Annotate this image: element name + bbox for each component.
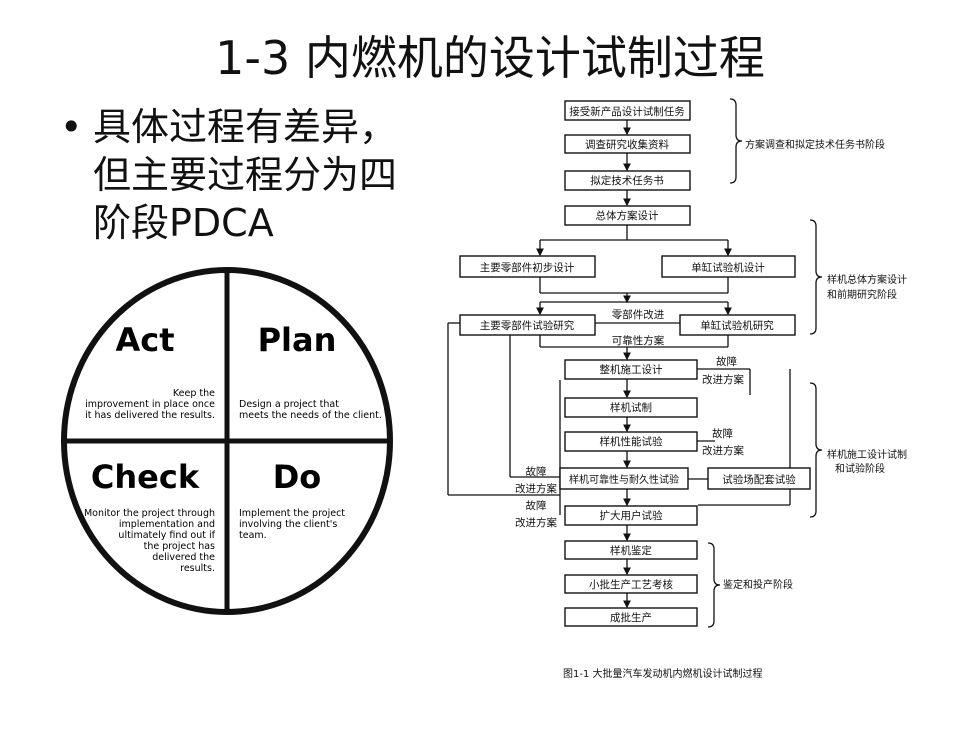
pdca-check-desc-5: delivered the: [152, 552, 215, 563]
flow-label-fault-1: 故障: [716, 355, 737, 368]
pdca-check-desc-2: implementation and: [119, 519, 215, 530]
flow-box-parts-research: [459, 314, 596, 336]
pdca-do-title: Do: [273, 458, 322, 496]
flow-stage-2-line-2: 和前期研究阶段: [827, 288, 897, 301]
flow-box-performance-test: [564, 431, 698, 452]
flow-text-field-test: 试验场配套试验: [722, 473, 796, 486]
flow-text-mass-production: 成批生产: [610, 611, 652, 624]
flow-box-single-cyl-research: [679, 314, 796, 336]
flow-box-appraisal: [564, 540, 698, 560]
flow-label-improve-1: 改进方案: [702, 373, 744, 386]
flow-box-small-batch: [564, 574, 698, 594]
flow-stage-3-line-2: 和试验阶段: [835, 462, 885, 475]
flow-stage-2-line-1: 样机总体方案设计: [827, 273, 907, 286]
flow-text-user-test: 扩大用户试验: [600, 509, 663, 522]
flow-label-fault-2: 故障: [712, 427, 733, 440]
flow-label-reliability: 可靠性方案: [612, 334, 665, 347]
bullet-text: 具体过程有差异， 但主要过程分为四 阶段PDCA: [93, 103, 473, 247]
flow-text-appraisal: 样机鉴定: [610, 544, 652, 557]
bullet-line-1: 具体过程有差异，: [93, 105, 398, 149]
pdca-check-desc-6: results.: [180, 563, 215, 574]
flow-text-prototype: 样机试制: [610, 401, 652, 414]
pdca-check-title: Check: [91, 458, 200, 496]
pdca-do-desc-2: involving the client's: [239, 519, 337, 530]
flow-box-task-spec: [564, 170, 691, 191]
pdca-do-desc-3: team.: [239, 530, 267, 541]
pdca-act-desc-2: improvement in place once: [85, 399, 215, 410]
flow-text-small-batch: 小批生产工艺考核: [589, 578, 673, 591]
flowchart-caption: 图1-1 大批量汽车发动机内燃机设计试制过程: [563, 667, 763, 680]
pdca-check-desc-4: the project has: [144, 541, 215, 552]
flow-box-prototype: [564, 397, 698, 418]
flow-stage-3-line-1: 样机施工设计试制: [827, 448, 907, 461]
flow-box-detail-design: [564, 359, 698, 380]
bullet-line-2: 但主要过程分为四: [93, 153, 398, 197]
flow-text-overall-design: 总体方案设计: [596, 209, 659, 222]
flow-text-single-cyl-design: 单缸试验机设计: [691, 261, 765, 274]
flow-label-fault-4: 故障: [526, 499, 547, 512]
flow-label-part-improve: 零部件改进: [612, 308, 665, 321]
flow-box-overall-design: [564, 205, 691, 226]
flow-box-prelim-design: [459, 255, 596, 278]
pdca-plan-desc-2: meets the needs of the client.: [239, 410, 382, 421]
flow-box-reliability-test: [559, 467, 689, 490]
flow-text-task-spec: 拟定技术任务书: [590, 174, 664, 187]
flow-box-accept-task: [564, 100, 691, 121]
design-trial-flowchart: 接受新产品设计试制任务 调查研究收集资料 拟定技术任务书 总体方案设计 主要零部…: [447, 98, 907, 680]
flow-stage-1: 方案调查和拟定技术任务书阶段: [745, 138, 885, 151]
flow-text-performance-test: 样机性能试验: [600, 435, 663, 448]
flow-text-prelim-design: 主要零部件初步设计: [480, 261, 575, 274]
bullet-dot-icon: •: [60, 105, 83, 149]
flow-box-field-test: [707, 467, 811, 490]
bullet-line-3: 阶段PDCA: [93, 201, 274, 245]
slide-title: 1-3 内燃机的设计试制过程: [215, 31, 765, 85]
pdca-plan-desc-1: Design a project that: [239, 399, 339, 410]
pdca-check-desc-3: ultimately find out if: [118, 530, 215, 541]
flow-label-improve-2: 改进方案: [702, 444, 744, 457]
flow-label-improve-4: 改进方案: [515, 516, 557, 529]
pdca-cycle-diagram: Act Keep the improvement in place once i…: [61, 267, 393, 615]
flow-box-single-cyl-design: [661, 255, 796, 278]
pdca-plan-title: Plan: [258, 321, 337, 359]
flow-text-single-cyl-research: 单缸试验机研究: [700, 319, 774, 332]
pdca-act-desc-1: Keep the: [173, 388, 215, 399]
pdca-act-desc-3: it has delivered the results.: [85, 410, 215, 421]
flow-label-fault-3: 故障: [526, 465, 547, 478]
flow-box-mass-production: [564, 607, 698, 627]
flow-text-detail-design: 整机施工设计: [600, 363, 663, 376]
pdca-do-desc-1: Implement the project: [239, 508, 345, 519]
pdca-act-title: Act: [115, 321, 174, 359]
flow-text-research: 调查研究收集资料: [585, 138, 669, 151]
flow-label-improve-3: 改进方案: [515, 482, 557, 495]
flow-stage-4: 鉴定和投产阶段: [723, 578, 793, 591]
flow-box-user-test: [564, 505, 698, 526]
flow-text-accept-task: 接受新产品设计试制任务: [569, 105, 685, 118]
flow-text-parts-research: 主要零部件试验研究: [480, 319, 575, 332]
pdca-check-desc-1: Monitor the project through: [84, 508, 215, 519]
flow-text-reliability-test: 样机可靠性与耐久性试验: [569, 473, 679, 486]
flow-box-research: [564, 134, 691, 154]
